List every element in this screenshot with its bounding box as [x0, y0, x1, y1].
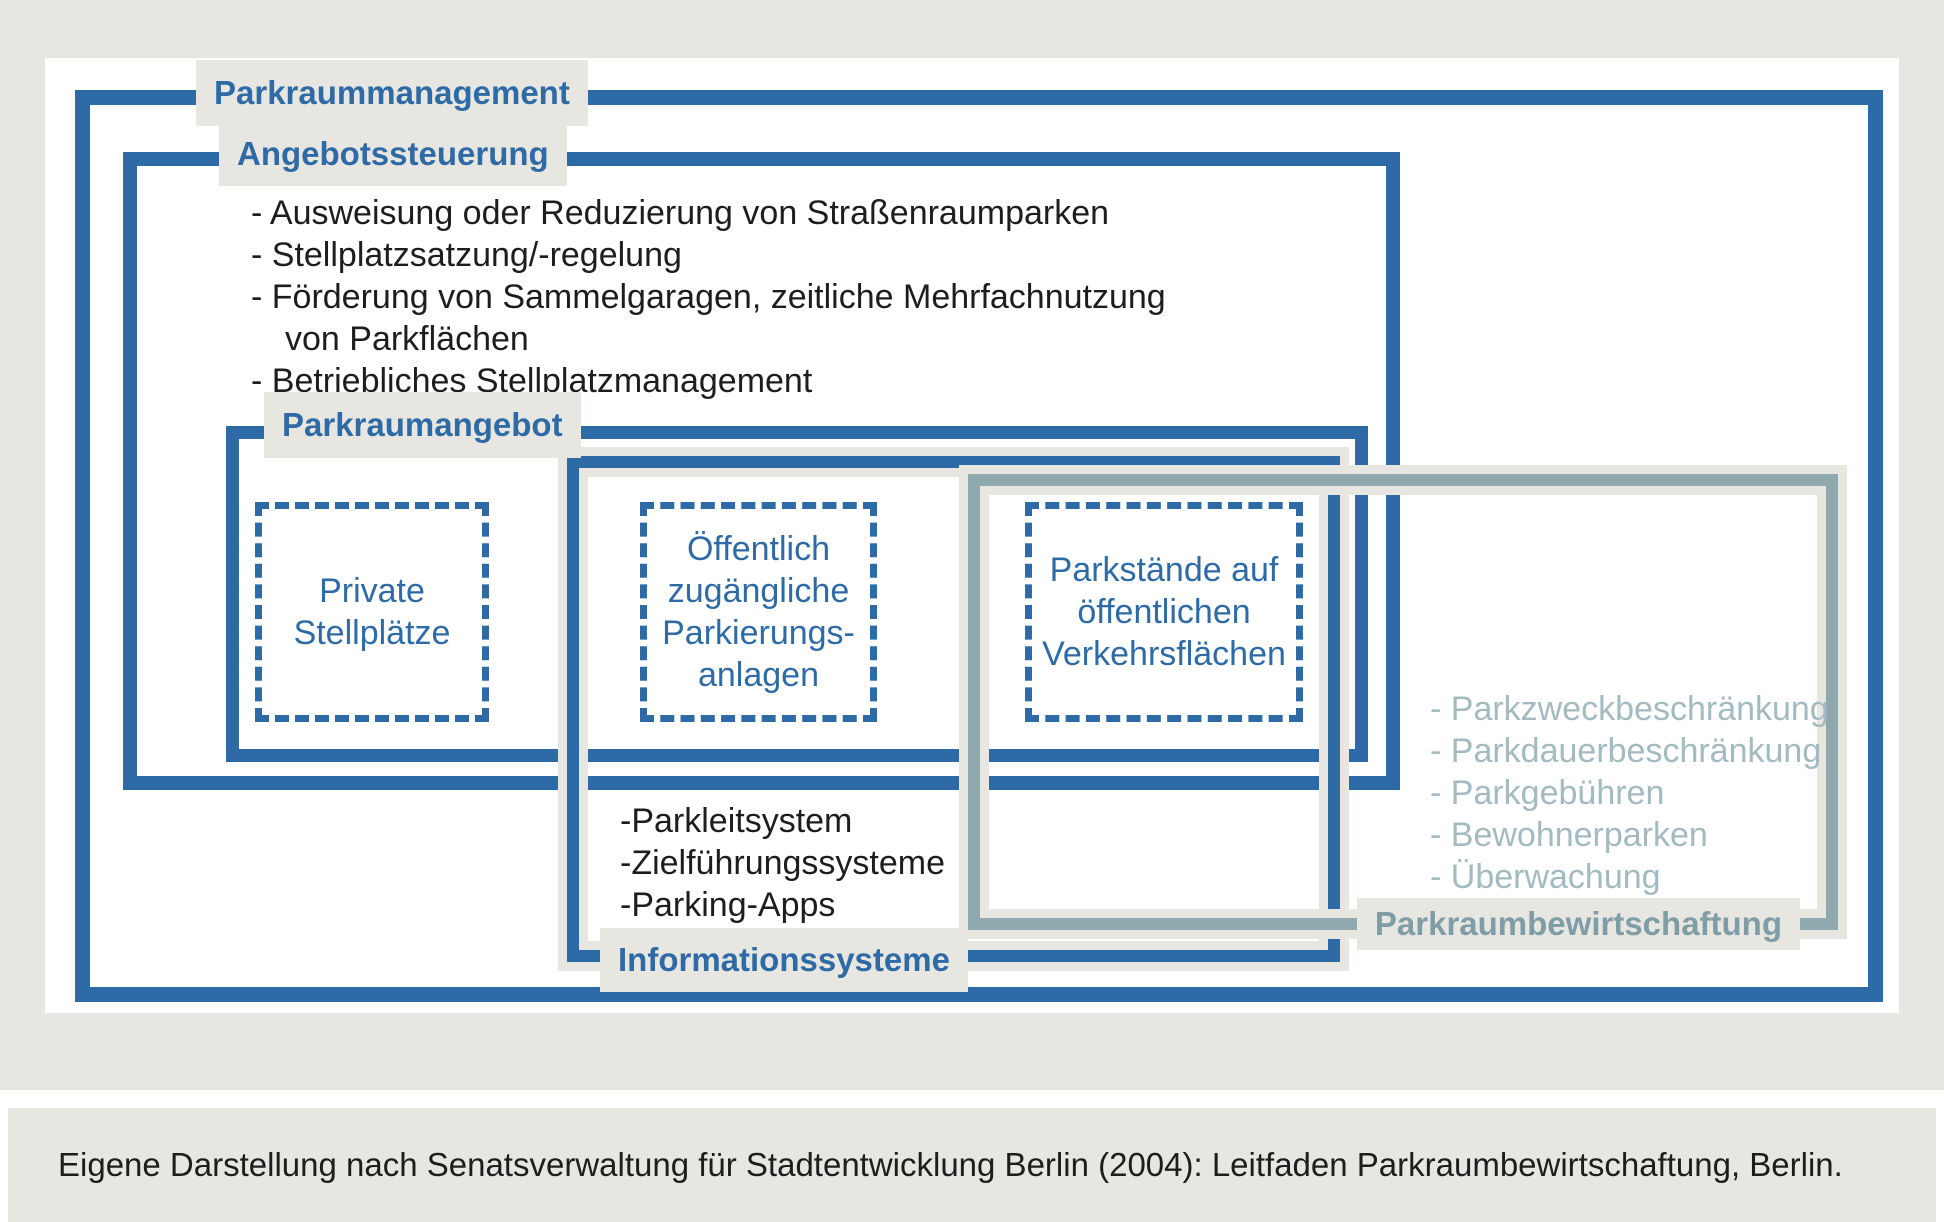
angebotssteuerung-title: Angebotssteuerung [219, 122, 567, 186]
oeffentliche-parkierungsanlagen-box: Öffentlich zugängliche Parkierungs- anla… [640, 502, 877, 722]
private-stellplaetze-label: Private Stellplätze [293, 572, 451, 652]
private-stellplaetze-box: Private Stellplätze [255, 502, 489, 722]
parkraumbewirtschaftung-box [968, 474, 1838, 930]
parkraumbewirtschaftung-title: Parkraumbewirtschaftung [1356, 898, 1800, 950]
list-item: - Förderung von Sammelgaragen, zeitliche… [251, 278, 1166, 316]
source-caption-band: Eigene Darstellung nach Senatsverwaltung… [8, 1108, 1936, 1222]
parkraumbewirtschaftung-list: - Parkzweckbeschränkung - Parkdauerbesch… [1430, 688, 1829, 898]
list-item: - Parkdauerbeschränkung [1430, 732, 1822, 770]
list-item: -Parkleitsystem [620, 802, 853, 840]
oeffentliche-parkierungsanlagen-label: Öffentlich zugängliche Parkierungs- anla… [662, 530, 855, 694]
parkstaende-box: Parkstände auf öffentlichen Verkehrsfläc… [1025, 502, 1303, 722]
list-item: - Parkzweckbeschränkung [1430, 690, 1829, 728]
parkraummanagement-title: Parkraummanagement [196, 60, 588, 126]
source-caption: Eigene Darstellung nach Senatsverwaltung… [58, 1146, 1843, 1183]
list-item: - Bewohnerparken [1430, 816, 1708, 854]
informationssysteme-title: Informationssysteme [600, 928, 968, 992]
list-item: - Stellplatzsatzung/-regelung [251, 236, 682, 274]
parkstaende-label: Parkstände auf öffentlichen Verkehrsfläc… [1042, 551, 1286, 673]
list-item: - Überwachung [1430, 858, 1661, 896]
list-item-continuation: von Parkflächen [285, 320, 529, 358]
list-item: -Parking-Apps [620, 886, 836, 924]
parkraumangebot-title: Parkraumangebot [264, 392, 581, 458]
informationssysteme-list: -Parkleitsystem -Zielführungssysteme -Pa… [620, 800, 945, 926]
list-item: -Zielführungssysteme [620, 844, 946, 882]
list-item: - Parkgebühren [1430, 774, 1665, 812]
list-item: - Ausweisung oder Reduzierung von Straße… [251, 194, 1110, 232]
angebotssteuerung-list: - Ausweisung oder Reduzierung von Straße… [251, 192, 1166, 402]
